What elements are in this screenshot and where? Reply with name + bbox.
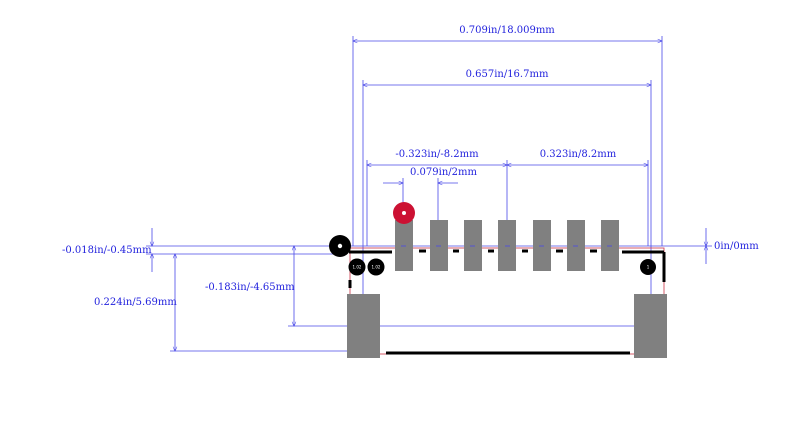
signal-pads: [395, 220, 619, 271]
signal-pad: [464, 220, 482, 271]
origin-center-dot: [337, 243, 343, 249]
mount-pad-left: [347, 294, 380, 358]
label-body-depth: 0.224in/5.69mm: [94, 297, 177, 308]
label-hole-span: 0.657in/16.7mm: [466, 69, 549, 80]
signal-pad: [601, 220, 619, 271]
hole-label-right: 1: [647, 265, 650, 270]
label-overall-width: 0.709in/18.009mm: [459, 25, 555, 36]
locating-hole-left: [348, 258, 366, 276]
signal-pad: [567, 220, 585, 271]
label-zero-ref: 0in/0mm: [714, 241, 759, 252]
locating-hole-right: [640, 259, 656, 275]
extension-lines: [146, 36, 712, 352]
label-left-pad-offset: -0.323in/-8.2mm: [395, 149, 479, 160]
mount-pad-right: [634, 294, 667, 358]
label-left-vertical-small: -0.018in/-0.45mm: [62, 245, 152, 256]
signal-pad: [395, 220, 413, 271]
body-outline: [348, 249, 666, 355]
dimension-lines: [152, 41, 706, 351]
signal-pad: [533, 220, 551, 271]
hole-label-middle: 1.02: [372, 265, 381, 270]
locating-hole-middle: [367, 258, 385, 276]
signal-pad: [430, 220, 448, 271]
label-right-pad-offset: 0.323in/8.2mm: [540, 149, 617, 160]
label-pad-pitch: 0.079in/2mm: [410, 167, 477, 178]
hole-label-left: 1.02: [353, 265, 362, 270]
signal-pad: [498, 220, 516, 271]
pin1-center-dot: [402, 211, 406, 215]
label-mount-pad-y: -0.183in/-4.65mm: [205, 282, 295, 293]
